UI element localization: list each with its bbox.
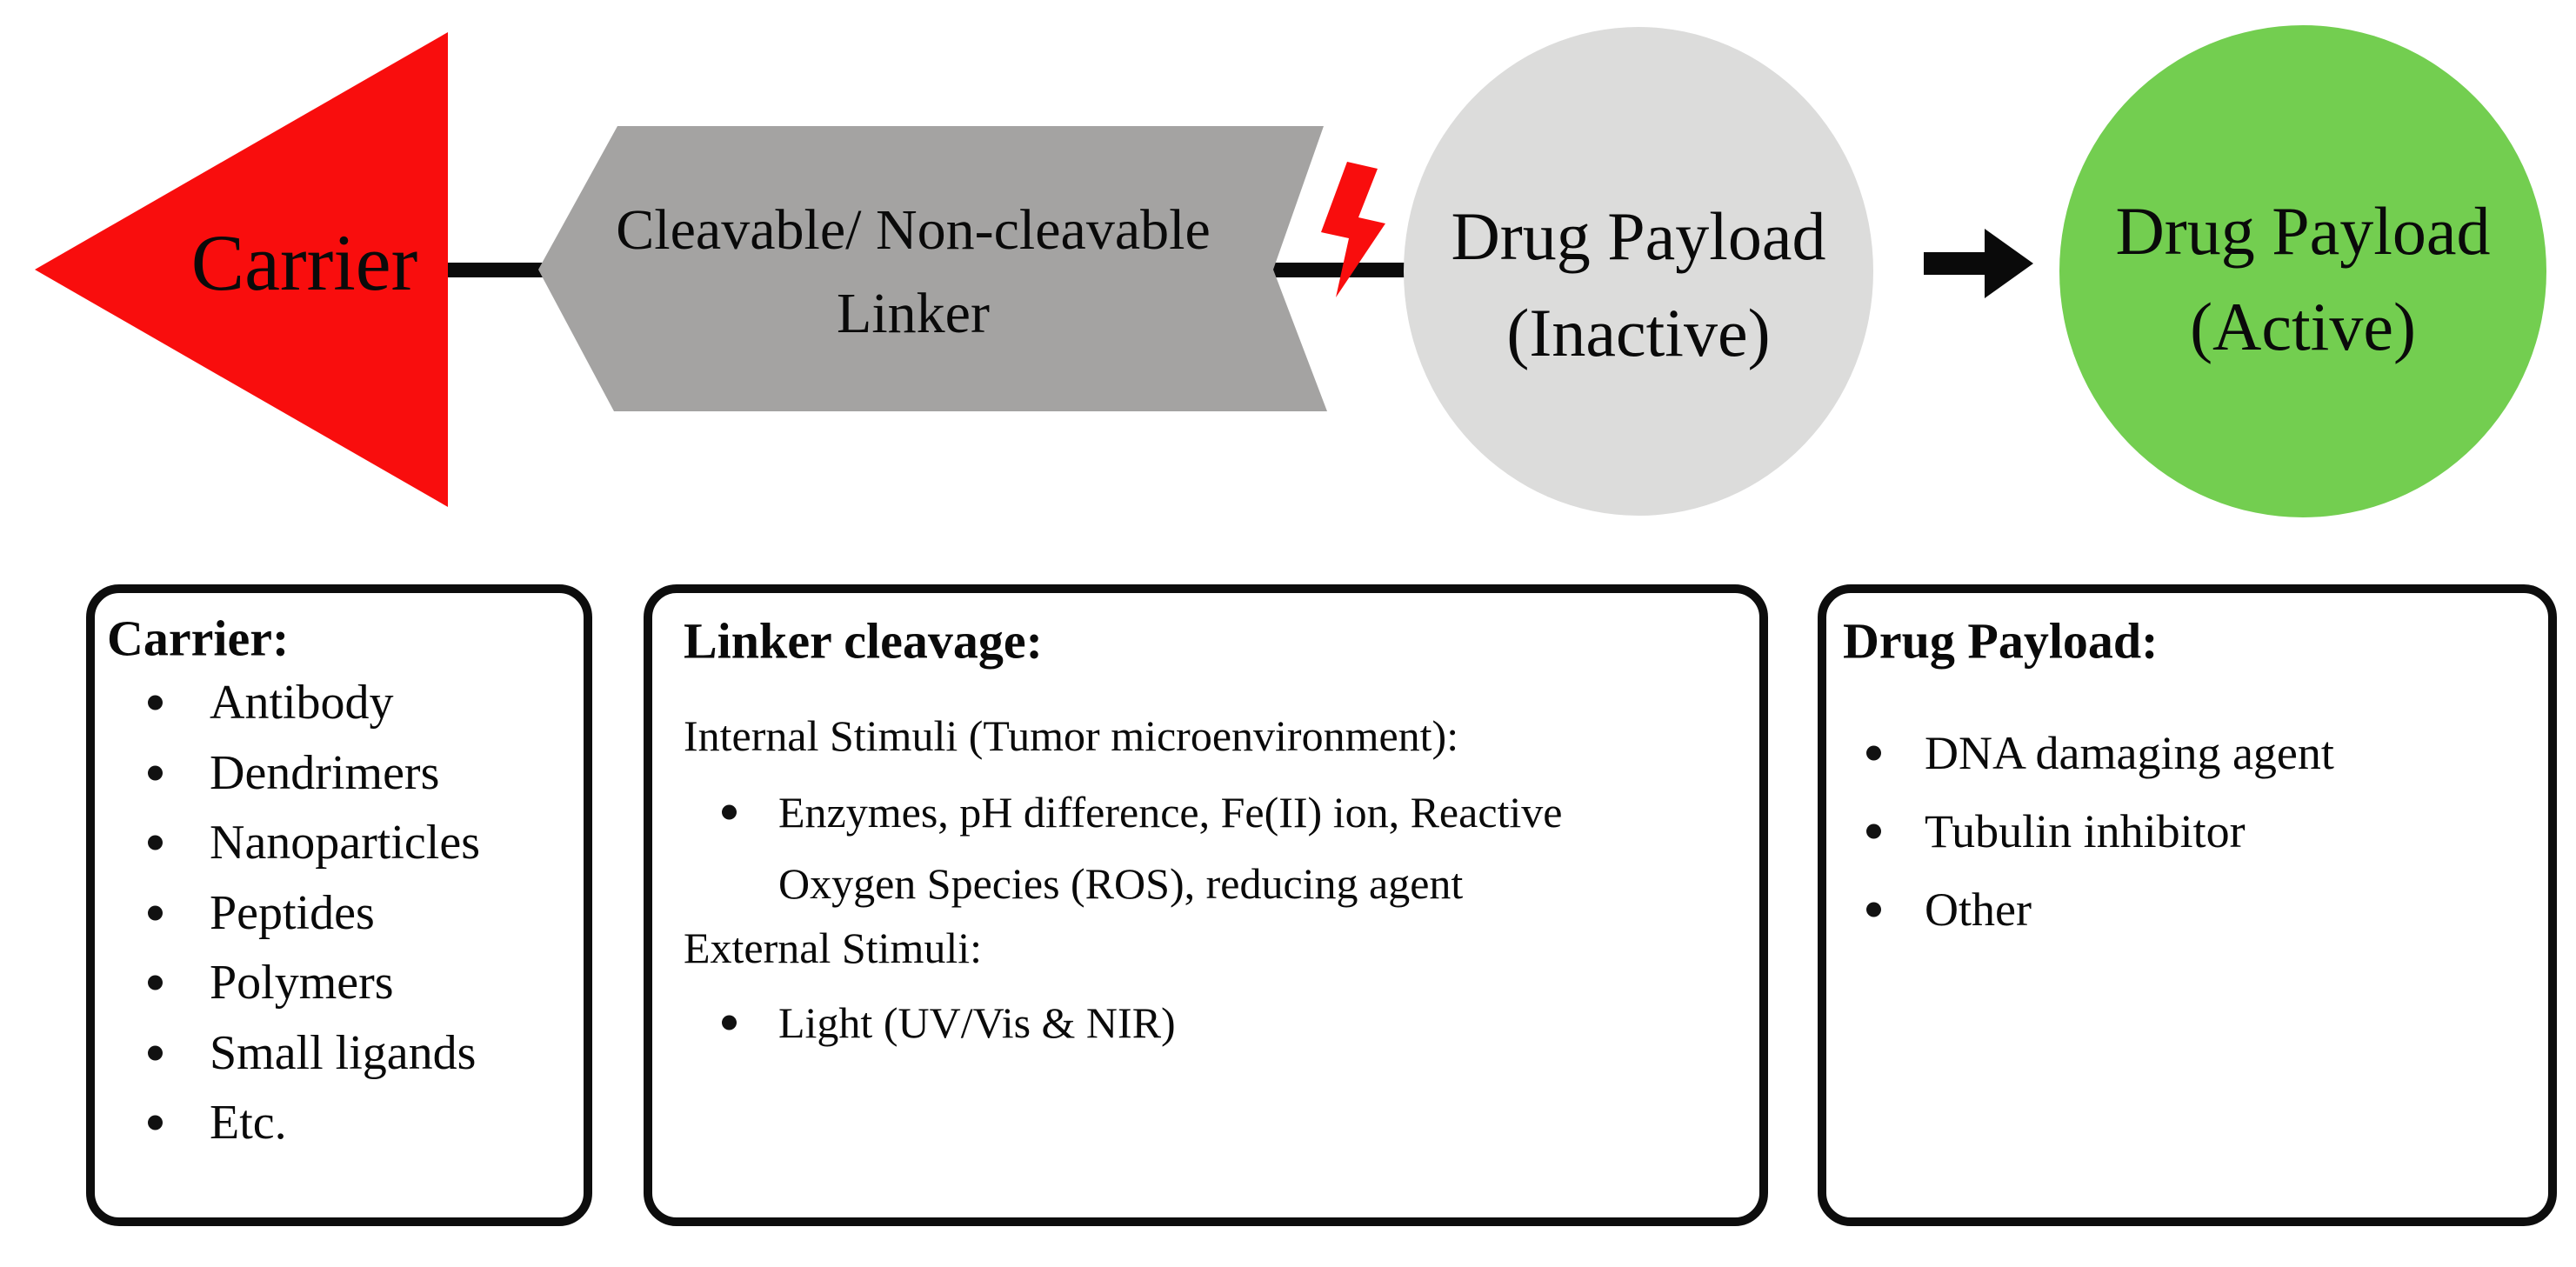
right-arrow-icon	[1924, 229, 2033, 298]
external-stimuli-heading: External Stimuli:	[684, 924, 983, 972]
carrier-box-title: Carrier:	[107, 610, 290, 667]
list-item: Etc.	[148, 1088, 480, 1158]
list-item: Small ligands	[148, 1018, 480, 1089]
list-item: Peptides	[148, 878, 480, 949]
active-payload-label-line1: Drug Payload	[2115, 193, 2491, 269]
drug-payload-box-title: Drug Payload:	[1843, 612, 2159, 670]
list-item: Polymers	[148, 948, 480, 1018]
linker-banner	[538, 126, 1327, 411]
carrier-list: Antibody Dendrimers Nanoparticles Peptid…	[148, 668, 480, 1158]
internal-stimuli-heading: Internal Stimuli (Tumor microenvironment…	[684, 711, 1459, 760]
inactive-payload-label-line2: (Inactive)	[1506, 295, 1771, 370]
linker-banner-label-line2: Linker	[837, 282, 990, 345]
inactive-payload-circle	[1404, 27, 1873, 516]
external-stimuli-bullet: Light (UV/Vis & NIR)	[722, 997, 1176, 1048]
active-payload-circle	[2059, 25, 2546, 517]
inactive-payload-label-line1: Drug Payload	[1451, 198, 1826, 274]
carrier-triangle	[35, 32, 448, 507]
lightning-bolt-icon	[1321, 162, 1385, 297]
active-payload-label-line2: (Active)	[2190, 289, 2416, 364]
linker-cleavage-box-title: Linker cleavage:	[684, 612, 1043, 670]
internal-stimuli-bullet-line2: Oxygen Species (ROS), reducing agent	[778, 859, 1464, 908]
list-item: Tubulin inhibitor	[1866, 792, 2334, 870]
list-item: Other	[1866, 870, 2334, 949]
list-item: Nanoparticles	[148, 808, 480, 878]
drug-payload-list: DNA damaging agent Tubulin inhibitor Oth…	[1866, 714, 2334, 949]
linker-cleavage-info-box	[644, 584, 1768, 1226]
internal-stimuli-bullet-line1: Enzymes, pH difference, Fe(II) ion, Reac…	[722, 787, 1563, 837]
linker-banner-label-line1: Cleavable/ Non-cleavable	[616, 198, 1211, 262]
carrier-label: Carrier	[190, 218, 418, 307]
list-item: Antibody	[148, 668, 480, 738]
list-item: Dendrimers	[148, 738, 480, 809]
list-item: DNA damaging agent	[1866, 714, 2334, 792]
